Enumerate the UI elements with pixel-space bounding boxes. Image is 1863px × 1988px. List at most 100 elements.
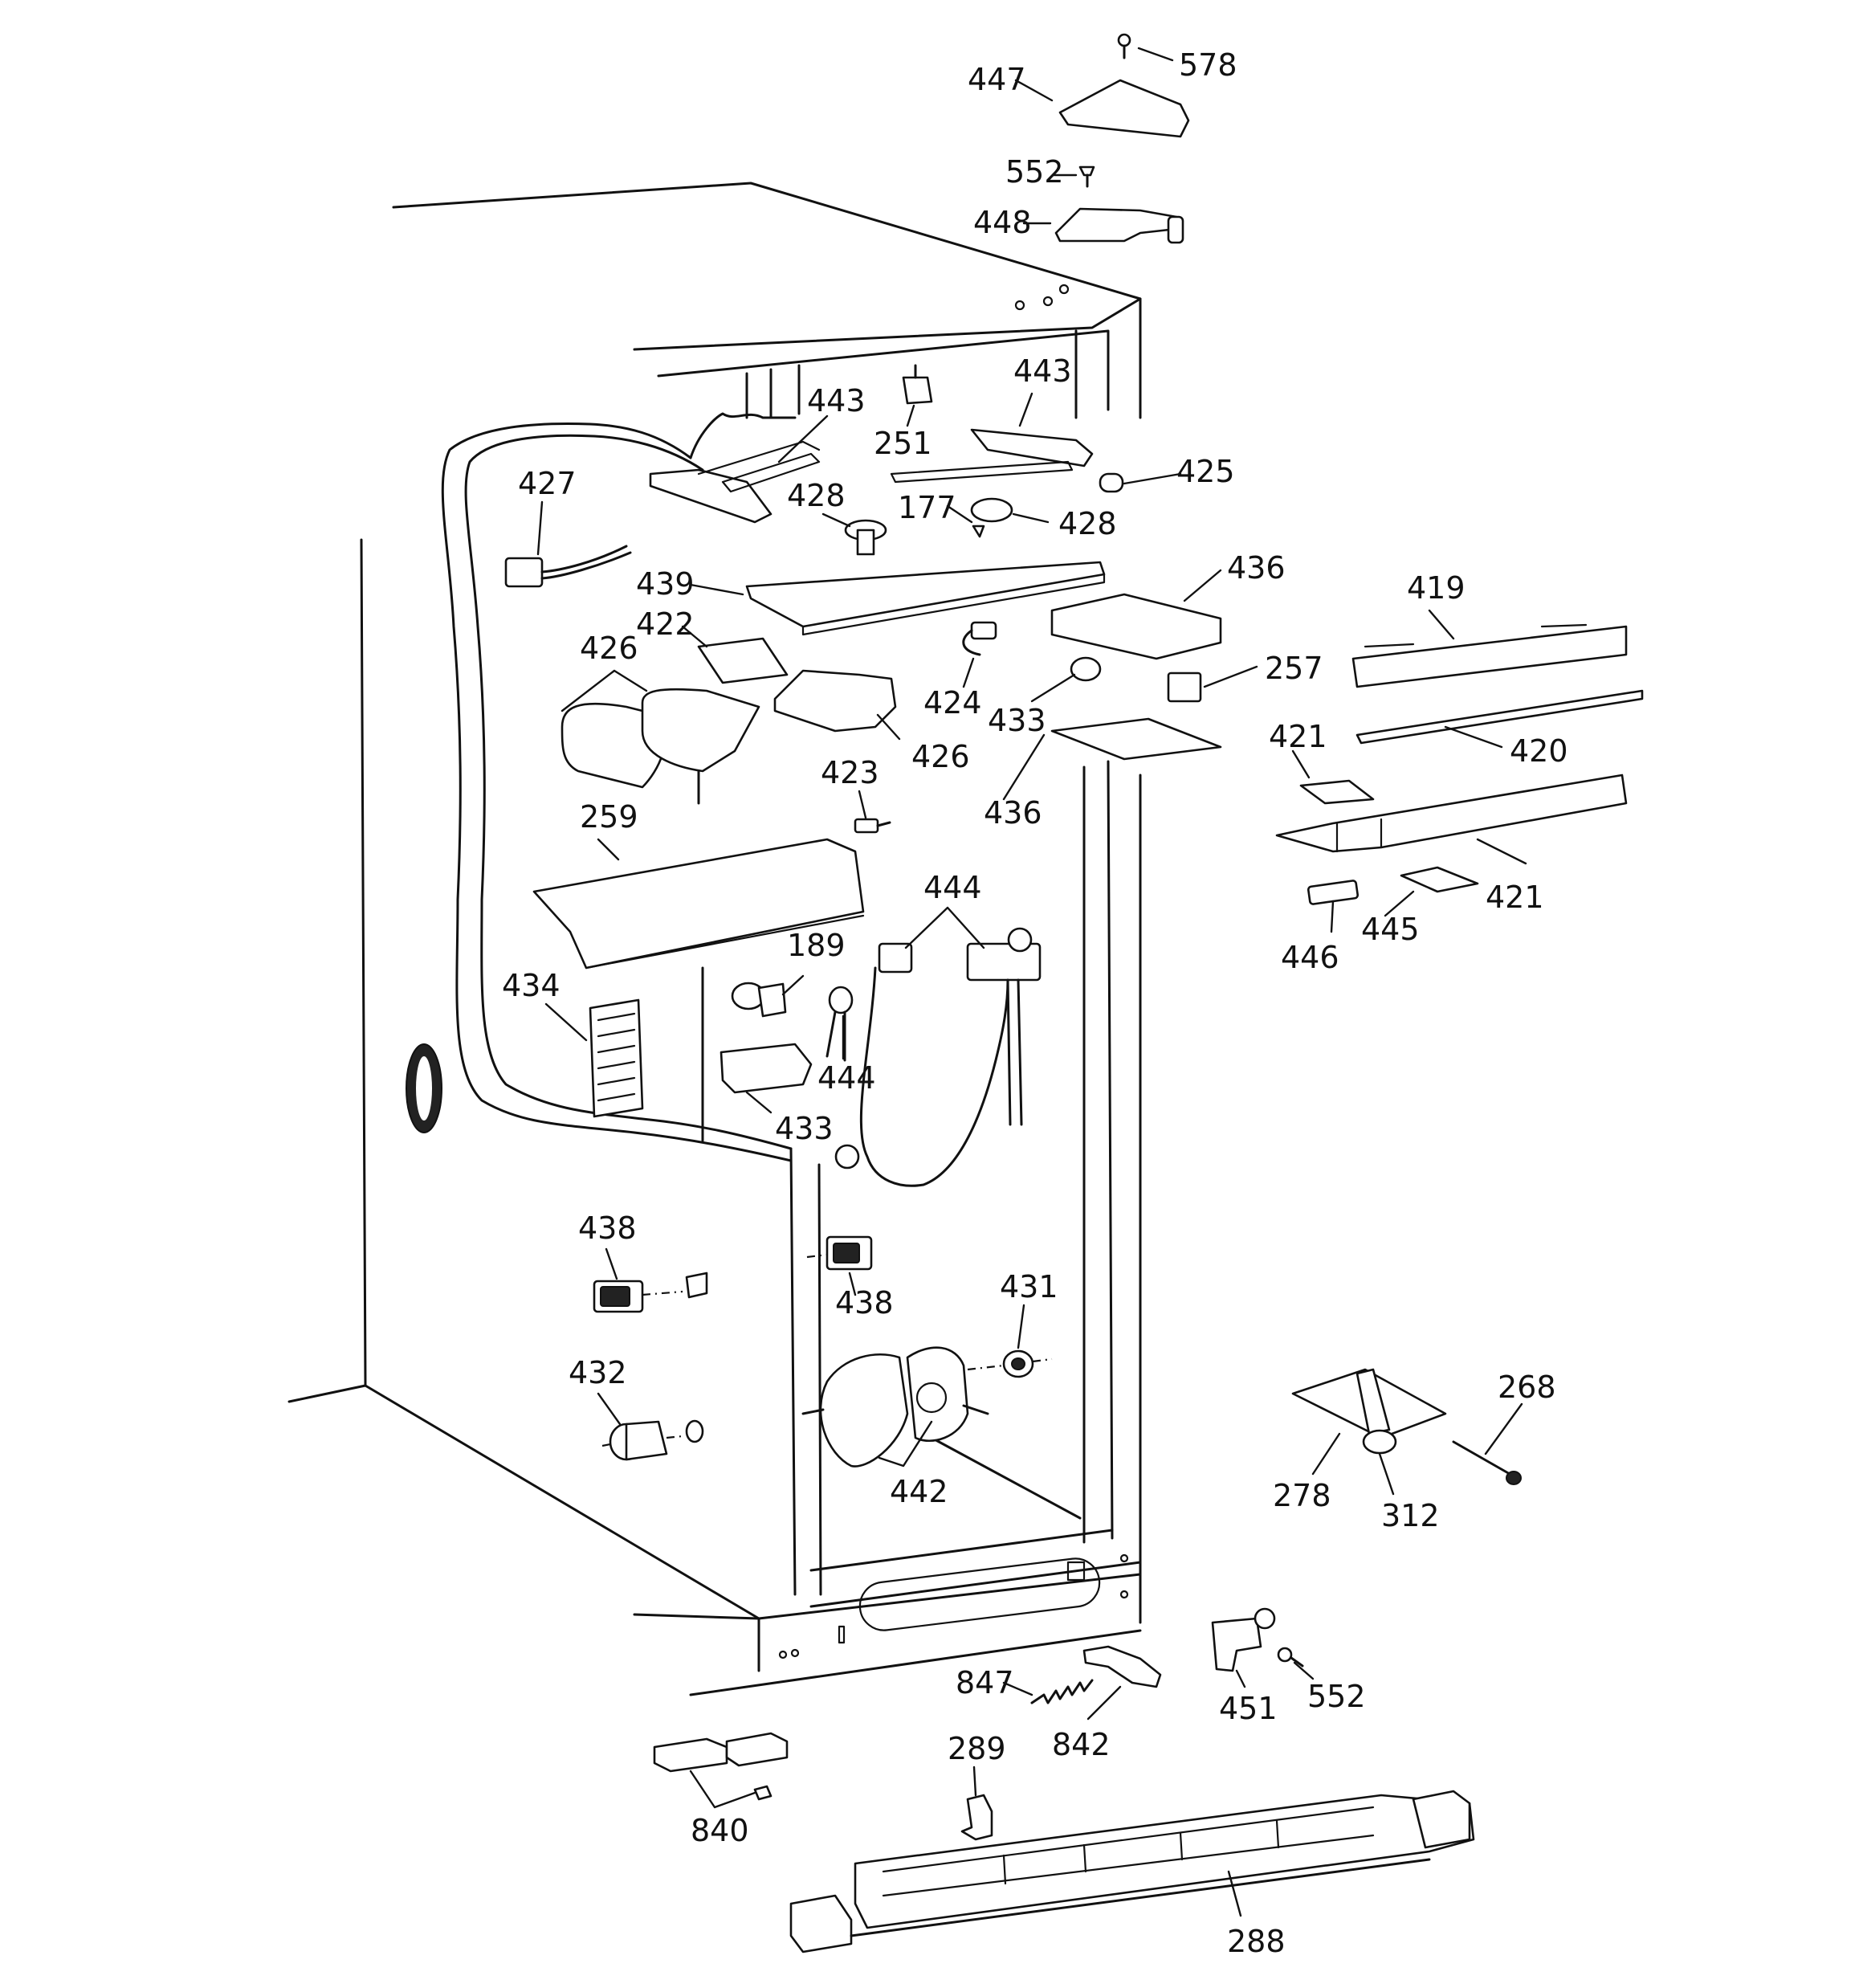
label-288: 288: [1227, 1924, 1286, 1959]
part-428-gear-left: [844, 519, 887, 556]
label-428-right: 428: [1058, 506, 1117, 541]
part-422-gasket: [697, 637, 789, 684]
part-177-screw: [972, 525, 985, 538]
label-444-mid: 444: [817, 1060, 876, 1096]
label-443-right: 443: [1013, 353, 1072, 389]
label-427: 427: [518, 466, 577, 501]
part-251-switch: [902, 376, 933, 405]
cabinet-outline: [287, 182, 1142, 1696]
label-438-left: 438: [578, 1210, 637, 1246]
label-259: 259: [580, 799, 638, 835]
label-436-bottom: 436: [984, 795, 1042, 831]
label-424: 424: [923, 685, 982, 720]
part-443-rack-left: [649, 468, 773, 524]
part-257-relay: [1167, 672, 1202, 703]
label-425: 425: [1176, 454, 1235, 489]
label-442: 442: [890, 1474, 948, 1509]
label-189: 189: [787, 928, 846, 963]
part-289-clip: [960, 1794, 993, 1841]
part-436-cover-bottom: [1050, 717, 1222, 761]
part-442-fan-assembly: [801, 1346, 989, 1468]
part-438-switch-mid: [806, 1235, 873, 1271]
part-424-heater: [962, 621, 997, 656]
part-278-roller-bracket: [1291, 1368, 1447, 1455]
part-451-bottom-hinge: [1211, 1607, 1276, 1672]
part-444-lamp: [826, 986, 854, 1062]
part-288-base-grille: [789, 1790, 1475, 1953]
part-421-housing: [1275, 774, 1628, 853]
label-433-top: 433: [988, 703, 1046, 738]
label-177: 177: [898, 490, 956, 525]
part-426-damper: [773, 669, 897, 733]
part-446-clip: [1307, 880, 1360, 905]
label-251: 251: [874, 426, 932, 461]
label-432: 432: [569, 1355, 627, 1390]
part-433-socket-top: [1070, 656, 1102, 682]
label-419: 419: [1407, 570, 1466, 606]
part-447-hinge-cover: [1058, 79, 1190, 138]
part-552-screw-bottom: [1277, 1647, 1304, 1668]
label-847: 847: [956, 1665, 1014, 1700]
label-426-right: 426: [911, 739, 970, 774]
part-439-plate: [745, 561, 1106, 628]
part-189-elbow: [731, 982, 787, 1018]
label-552-bottom: 552: [1307, 1679, 1366, 1714]
label-436-top: 436: [1227, 550, 1286, 586]
label-426-left: 426: [580, 631, 638, 666]
part-433-housing-bottom: [720, 1043, 813, 1094]
label-445: 445: [1361, 912, 1420, 947]
part-840-caps: [653, 1732, 789, 1801]
label-420: 420: [1510, 733, 1568, 769]
leader-lines: [536, 47, 1527, 1917]
part-438-switch-left: [593, 1272, 708, 1313]
part-labels: 578 447 552 448 443 443 251 425 427 428 …: [502, 47, 1568, 1959]
part-443-rack-right: [970, 428, 1094, 467]
part-444-harness: [834, 927, 1042, 1187]
label-278: 278: [1273, 1478, 1331, 1513]
parts: [504, 33, 1644, 1953]
label-438-mid: 438: [835, 1285, 894, 1321]
part-428-gear-right: [970, 497, 1013, 523]
part-434-vent-grille: [589, 998, 644, 1118]
label-257: 257: [1265, 651, 1323, 686]
label-446: 446: [1281, 940, 1339, 975]
label-422: 422: [636, 606, 695, 642]
label-439: 439: [636, 566, 695, 602]
part-445-grille: [1400, 866, 1479, 893]
label-448: 448: [973, 205, 1032, 240]
label-433-bottom: 433: [775, 1111, 834, 1146]
part-426-duct: [641, 688, 760, 773]
part-436-control-box: [1050, 593, 1222, 660]
part-847-spring: [1030, 1679, 1094, 1704]
part-312-roller: [1362, 1429, 1397, 1455]
label-289: 289: [948, 1731, 1006, 1766]
label-451: 451: [1219, 1691, 1278, 1726]
label-840: 840: [691, 1813, 749, 1848]
part-578-screw: [1117, 33, 1131, 59]
part-842-bracket: [1082, 1645, 1162, 1688]
part-420-strip: [1355, 689, 1644, 745]
label-447: 447: [968, 62, 1026, 97]
part-427-sensor: [504, 545, 632, 588]
label-421-bottom: 421: [1486, 880, 1544, 915]
part-259-air-duct-cover: [532, 838, 865, 970]
label-312: 312: [1381, 1498, 1440, 1533]
part-552-screw-top: [1078, 165, 1095, 188]
label-421-top: 421: [1269, 719, 1327, 754]
label-434: 434: [502, 968, 561, 1003]
label-444-top: 444: [923, 870, 982, 905]
part-431-grommet: [967, 1349, 1053, 1378]
label-578: 578: [1179, 47, 1237, 83]
part-268-bolt: [1452, 1440, 1522, 1485]
part-419-rail: [1351, 625, 1628, 688]
part-448-top-hinge: [1054, 207, 1178, 243]
label-428-left: 428: [787, 478, 846, 513]
part-421-gasket-top: [1299, 779, 1375, 805]
label-443-left: 443: [807, 383, 866, 418]
label-423: 423: [821, 755, 879, 790]
label-552-top: 552: [1005, 154, 1064, 190]
part-423-thermistor: [854, 818, 891, 834]
label-268: 268: [1498, 1370, 1556, 1405]
